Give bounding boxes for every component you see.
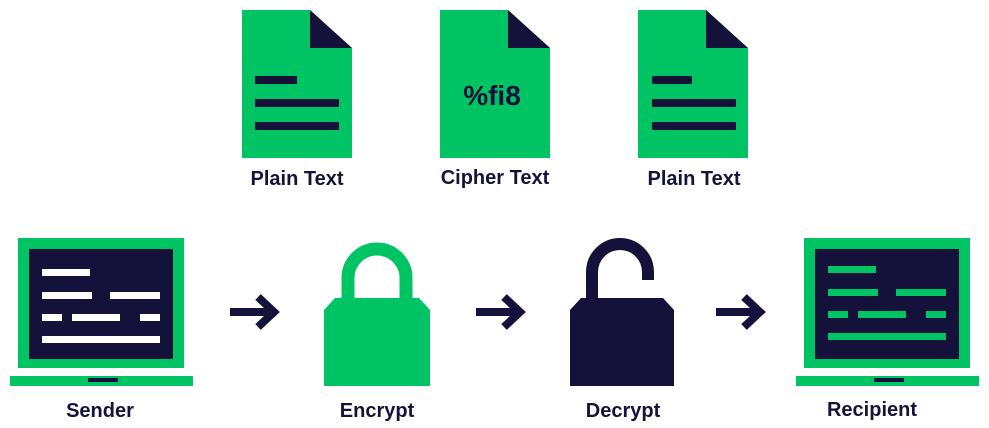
padlock-open-icon <box>570 238 674 386</box>
sender-laptop <box>10 238 193 388</box>
document-label-cipher-text: Cipher Text <box>440 167 550 189</box>
document-plain-text-1 <box>242 10 352 158</box>
padlock-closed-icon <box>324 242 430 386</box>
recipient-laptop <box>796 238 979 388</box>
document-plain-text-2 <box>638 10 748 158</box>
arrow-right-icon <box>476 294 526 330</box>
flow-arrow-3 <box>716 294 768 330</box>
laptop-icon <box>10 238 193 386</box>
flow-arrow-2 <box>476 294 528 330</box>
laptop-icon <box>796 238 979 386</box>
arrow-right-icon <box>230 294 280 330</box>
step-label-recipient: Recipient <box>826 399 918 421</box>
arrow-right-icon <box>716 294 766 330</box>
step-label-sender: Sender <box>66 400 134 422</box>
flow-arrow-1 <box>230 294 282 330</box>
document-label-plain-text-2: Plain Text <box>647 168 741 190</box>
cipher-text-content: %fi8 <box>463 80 521 111</box>
decrypt-padlock <box>570 236 674 386</box>
step-label-decrypt: Decrypt <box>585 400 661 422</box>
document-label-plain-text-1: Plain Text <box>250 168 344 190</box>
document-cipher-text: %fi8 <box>440 10 550 158</box>
document-icon <box>440 10 550 158</box>
document-icon <box>242 10 352 158</box>
document-icon <box>638 10 748 158</box>
encrypt-padlock <box>324 238 430 386</box>
step-label-encrypt: Encrypt <box>339 400 415 422</box>
